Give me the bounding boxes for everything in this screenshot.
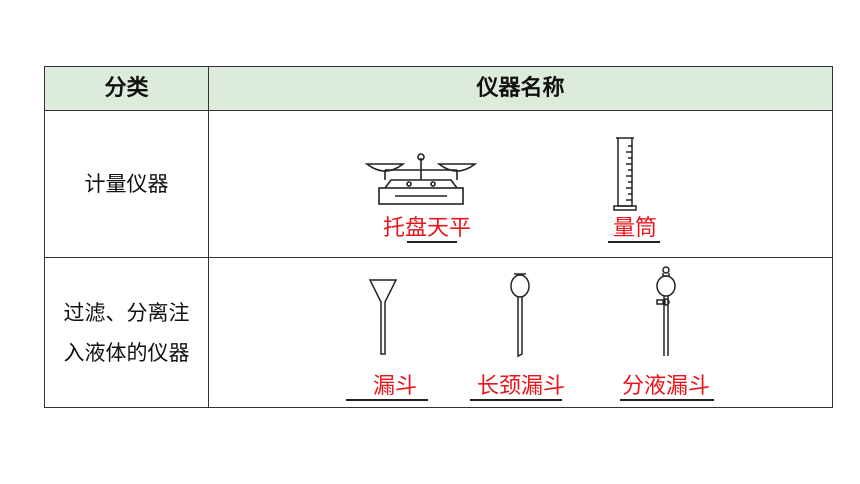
- row1-category-text: 计量仪器: [84, 172, 169, 196]
- row-divider: [45, 110, 832, 111]
- answer-separatory-funnel: 分液漏斗: [621, 374, 710, 399]
- row2-category-line1: 过滤、分离注: [63, 301, 190, 325]
- answer-funnel: 漏斗: [372, 374, 417, 399]
- long-neck-funnel-icon: [510, 273, 530, 358]
- answer-long-neck-funnel: 长颈漏斗: [476, 374, 565, 399]
- funnel-icon: [368, 279, 398, 355]
- instrument-table: 分类 仪器名称 计量仪器 过滤、分离注 入液体的仪器: [44, 66, 833, 408]
- graduated-cylinder-icon: [613, 137, 637, 211]
- answer-underline: [608, 241, 660, 243]
- row2-category: 过滤、分离注 入液体的仪器: [45, 258, 208, 408]
- table-header-row: [45, 67, 832, 110]
- header-category: 分类: [104, 76, 149, 101]
- answer-underline: [470, 399, 562, 401]
- answer-underline: [620, 399, 714, 401]
- answer-underline: [346, 399, 428, 401]
- answer-underline: [407, 241, 457, 243]
- answer-graduated-cylinder: 量筒: [612, 216, 657, 241]
- separatory-funnel-icon: [656, 266, 676, 356]
- column-divider: [208, 67, 209, 407]
- row2-category-line2: 入液体的仪器: [63, 341, 190, 365]
- row1-category: 计量仪器: [45, 111, 208, 257]
- header-instrument-name: 仪器名称: [476, 76, 565, 101]
- answer-balance-scale: 托盘天平: [382, 216, 471, 241]
- row-divider: [45, 257, 832, 258]
- balance-scale-icon: [364, 153, 478, 205]
